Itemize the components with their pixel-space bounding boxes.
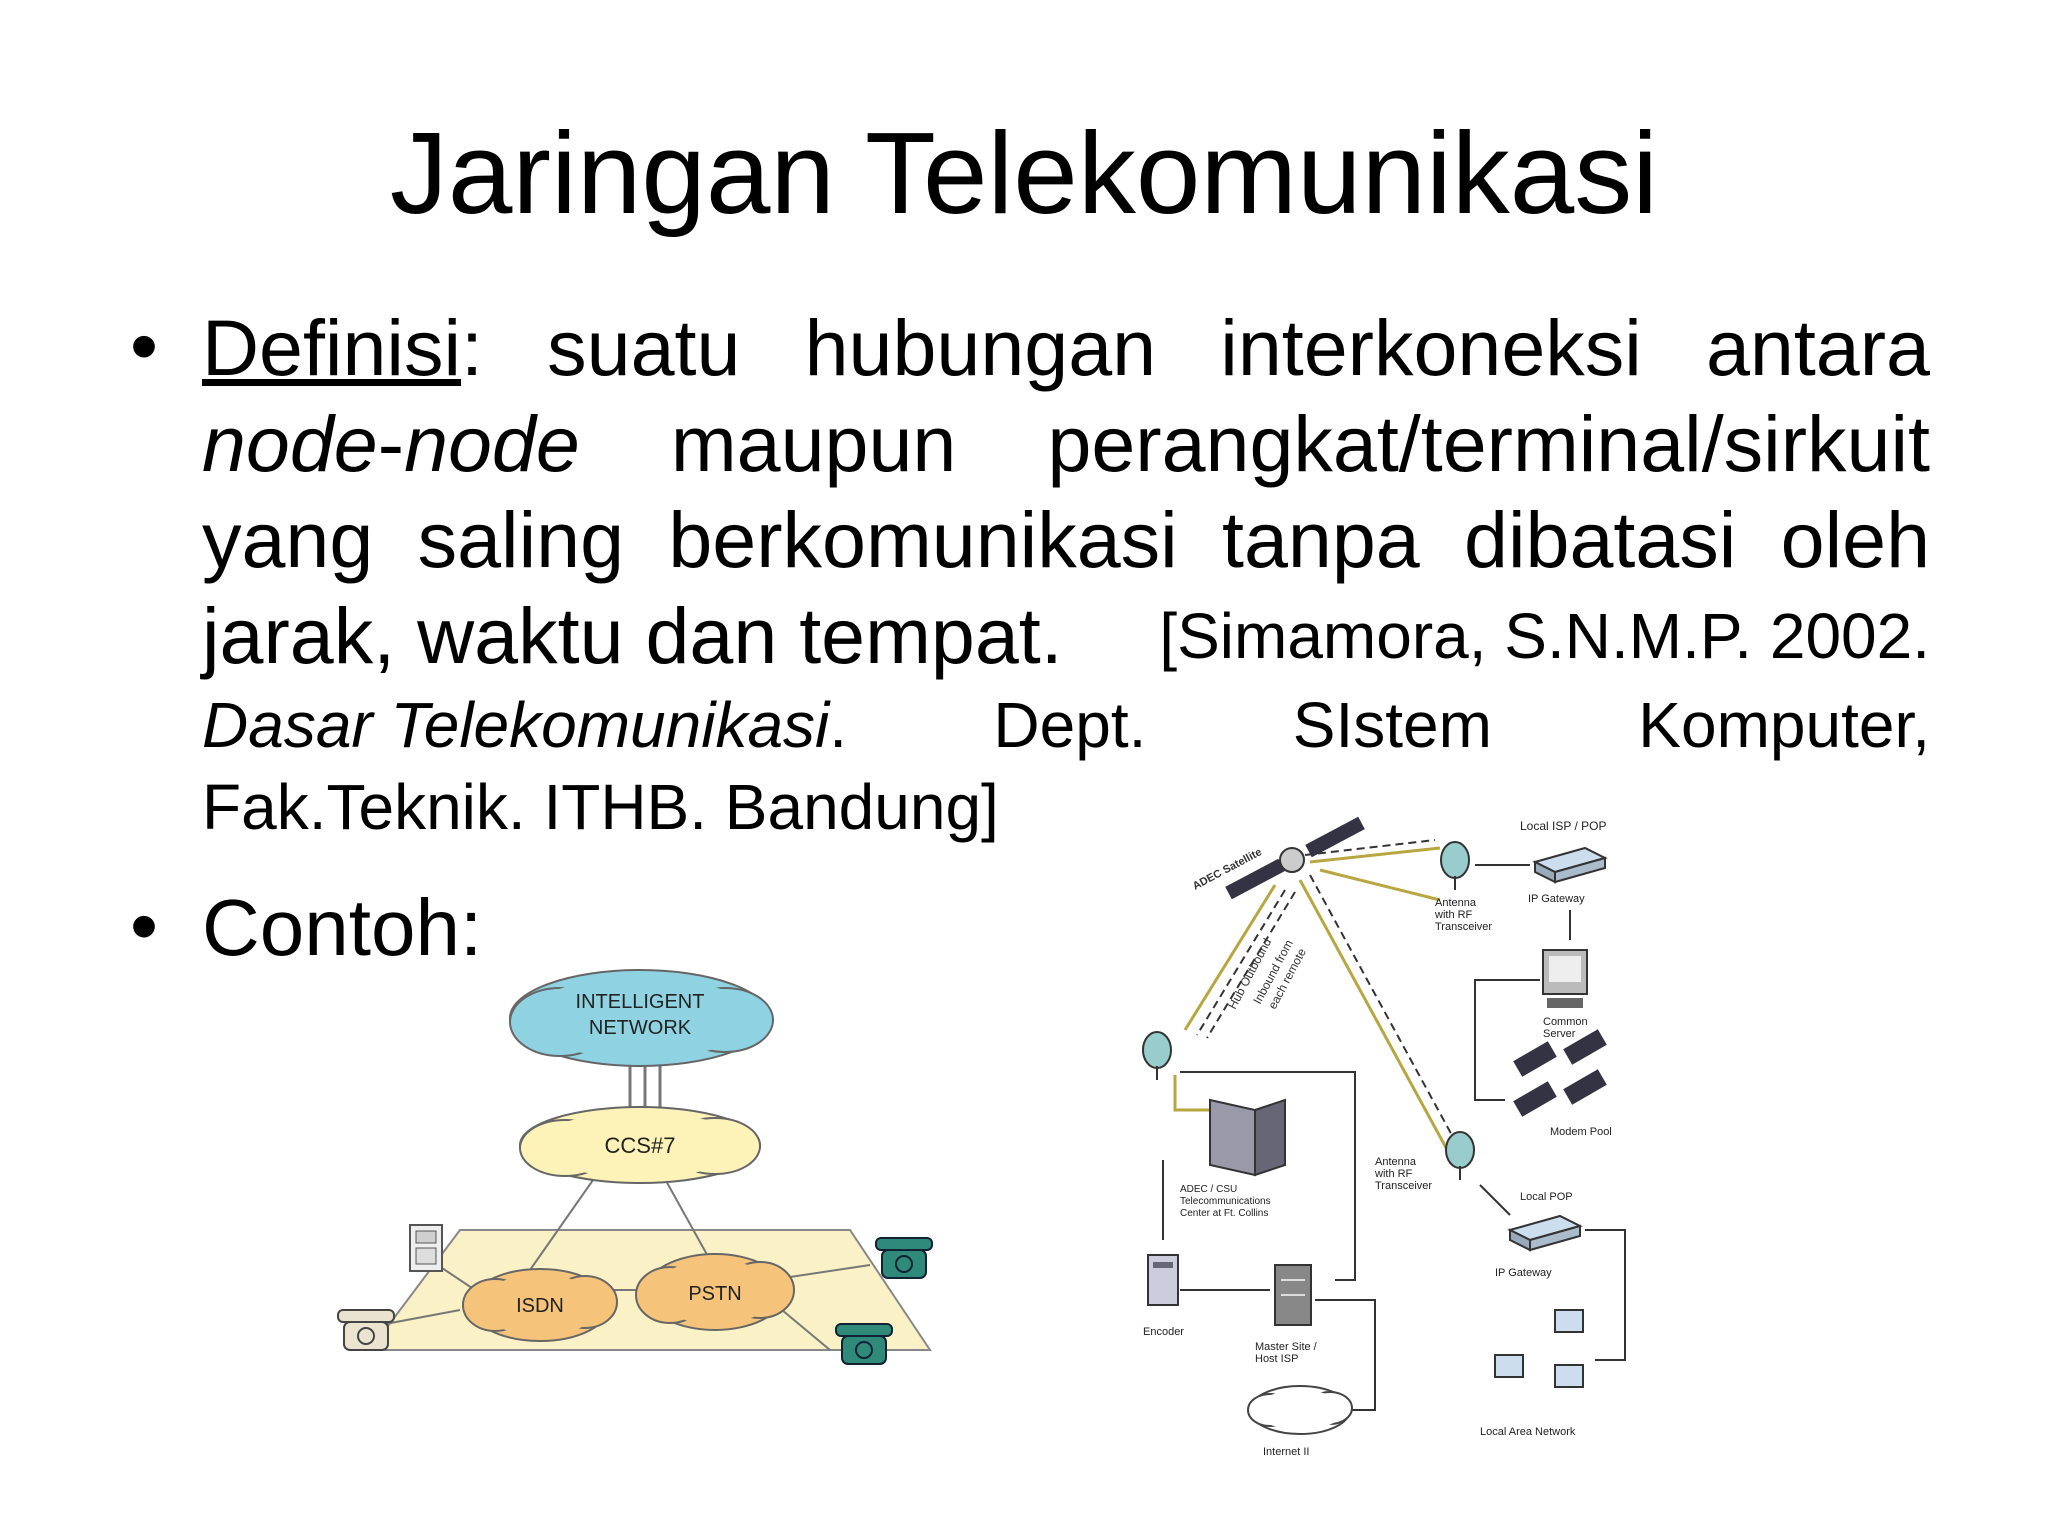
definition-text: Definisi: suatu hubungan interkoneksi an… [202,300,1930,848]
cloud-label-line1: INTELLIGENT [576,991,705,1013]
ccs7-cloud: CCS#7 [519,1106,761,1184]
definition-term: Definisi [202,303,462,392]
isdn-label: ISDN [516,1295,564,1317]
local-pop-label: Local POP [1520,1191,1573,1203]
pstn-cloud: PSTN [635,1253,795,1331]
definition-line-3: yang saling berkomunikasi tanpa dibatasi… [202,495,1930,584]
telecom-network-figure: INTELLIGENT NETWORK CCS#7 ISDN PSTN [330,950,950,1370]
reference-start: [Simamora, S.N.M.P. 2002. [1159,600,1930,672]
master-site-server-icon [1274,1264,1312,1326]
encoder-label: Encoder [1143,1326,1184,1338]
ccs7-label: CCS#7 [605,1133,676,1158]
local-isp-label: Local ISP / POP [1520,819,1607,833]
svg-text:Telecommunications: Telecommunications [1180,1196,1271,1207]
telephone-icon-right-bottom [835,1323,893,1365]
satellite-network-diagram: ADEC Satellite Hub Outbound Inbound from… [1142,816,1626,1458]
reference-line-5: Dasar Telekomunikasi. Dept. SIstem Kompu… [202,689,1930,761]
telecom-network-diagram: INTELLIGENT NETWORK CCS#7 ISDN PSTN [337,969,933,1365]
common-server-icon [1542,949,1588,1008]
internet-label: Internet II [1263,1446,1309,1458]
example-label: Contoh: [202,883,483,972]
telephone-icon-left [337,1309,395,1351]
svg-text:Common: Common [1543,1016,1588,1028]
adec-center-building-icon [1209,1098,1286,1177]
isdn-cloud: ISDN [462,1268,618,1342]
svg-text:with RF: with RF [1374,1168,1413,1180]
antenna-icon-top [1440,841,1470,890]
slide-title: Jaringan Telekomunikasi [389,108,1659,238]
definition-line-2: node-node maupun perangkat/terminal/sirk… [202,399,1930,488]
svg-text:ADEC / CSU: ADEC / CSU [1180,1184,1237,1195]
reference-line-6: Fak.Teknik. ITHB. Bandung] [202,771,999,843]
svg-text:Center at Ft. Collins: Center at Ft. Collins [1180,1208,1268,1219]
svg-text:Master Site /: Master Site / [1255,1341,1318,1353]
svg-text:Server: Server [1543,1028,1576,1040]
telephone-icon-right-top [875,1237,933,1279]
bullet-dot: • [130,881,159,970]
antenna-icon-middle [1445,1131,1475,1180]
svg-text:Transceiver: Transceiver [1375,1180,1432,1192]
satellite-icon [1225,816,1365,900]
svg-text:with RF: with RF [1434,909,1473,921]
hub-antenna-icon [1142,1031,1172,1080]
svg-text:Antenna: Antenna [1375,1156,1417,1168]
satellite-network-figure: ADEC Satellite Hub Outbound Inbound from… [1135,810,1665,1470]
intelligent-network-cloud: INTELLIGENT NETWORK [509,969,774,1067]
svg-text:Transceiver: Transceiver [1435,921,1492,933]
lan-icon [1494,1309,1584,1388]
isdn-phone-icon [409,1224,443,1272]
lan-label: Local Area Network [1480,1426,1576,1438]
encoder-icon [1147,1254,1179,1306]
ip-gateway-label-middle: IP Gateway [1495,1267,1552,1279]
cloud-label-line2: NETWORK [589,1017,692,1039]
ip-gateway-icon-top [1532,846,1608,884]
internet-cloud-icon [1247,1385,1353,1435]
modem-pool-icon [1513,1029,1607,1117]
ip-gateway-label-top: IP Gateway [1528,893,1585,905]
definition-line-4: jarak, waktu dan tempat. [Simamora, S.N.… [202,588,1930,684]
ip-gateway-icon-middle [1507,1214,1583,1252]
modem-pool-label: Modem Pool [1550,1126,1612,1138]
definition-line-1: Definisi: suatu hubungan interkoneksi an… [202,303,1930,392]
svg-text:Antenna: Antenna [1435,897,1477,909]
svg-text:Host ISP: Host ISP [1255,1353,1298,1365]
pstn-label: PSTN [688,1283,741,1305]
bullet-dot: • [130,301,159,390]
